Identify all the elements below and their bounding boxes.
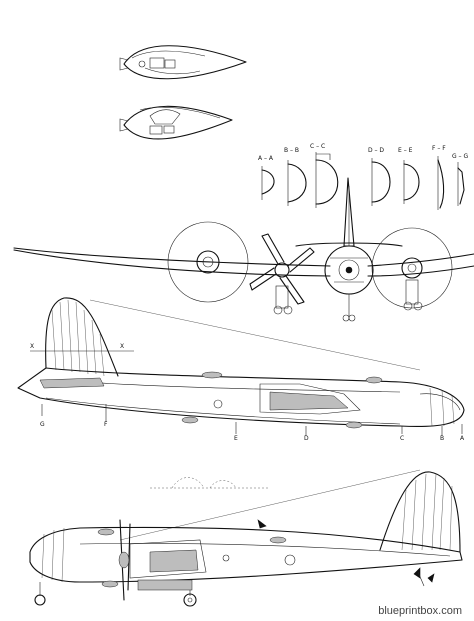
cross-sections: A – A B – B C – C D – D E – E F – F G – … (258, 143, 468, 210)
inner-propeller (249, 233, 315, 315)
nose-plan-view-upper (119, 45, 247, 80)
station-label-a: A (460, 435, 465, 442)
section-label-a: A – A (258, 155, 274, 162)
section-label-e: E – E (398, 147, 413, 154)
cut-label-left: X (30, 343, 34, 350)
station-label-e: E (234, 435, 238, 442)
station-label-g: G (40, 421, 45, 428)
watermark: blueprintbox.com (378, 605, 462, 617)
station-label-d: D (304, 435, 309, 442)
station-label-f: F (104, 421, 108, 428)
side-view-upper: X X G F E (17, 297, 465, 442)
section-label-d: D – D (368, 147, 384, 154)
nose-plan-view-lower (119, 105, 233, 140)
section-label-f: F – F (432, 145, 446, 152)
front-view (13, 177, 474, 322)
station-label-c: C (400, 435, 404, 442)
section-label-c: C – C (310, 143, 325, 150)
section-label-b: B – B (284, 147, 299, 154)
cut-label-right: X (120, 343, 124, 350)
section-label-g: G – G (452, 153, 468, 160)
side-view-lower (29, 469, 463, 607)
station-label-b: B (440, 435, 444, 442)
